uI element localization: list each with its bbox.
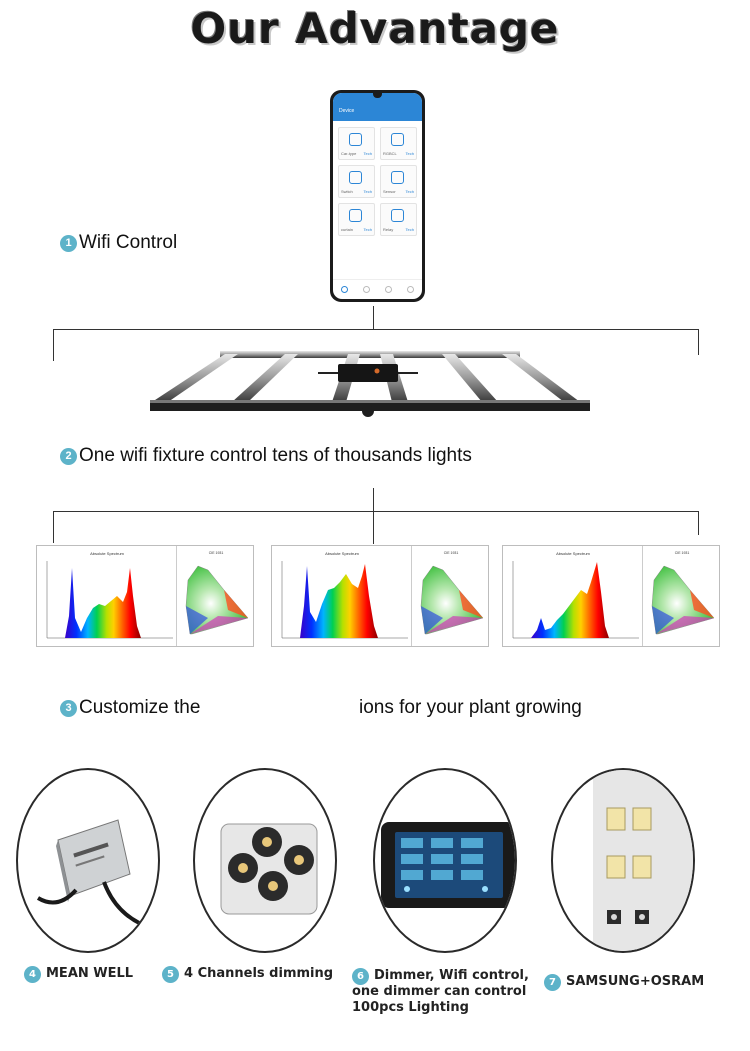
step-3-heading: 3 Customize the (60, 697, 200, 719)
cie-diagram: CIE 1931 (644, 546, 720, 646)
device-label: Sensor (383, 189, 396, 194)
feature-6-line: Dimmer, Wifi control, (374, 968, 529, 983)
device-label: Car-type (341, 151, 357, 156)
device-tile[interactable]: Car-type Tech (338, 127, 375, 160)
connector-line (53, 329, 699, 330)
step-1-text: Wifi Control (79, 232, 178, 253)
feature-4-caption: 4 MEAN WELL (24, 966, 133, 983)
feature-7-text: SAMSUNG+OSRAM (566, 974, 705, 989)
device-tile[interactable]: curtain Tech (338, 203, 375, 236)
device-switch[interactable]: Tech (405, 189, 414, 194)
device-switch[interactable]: Tech (405, 151, 414, 156)
connector-line (53, 511, 54, 543)
step-number-badge: 5 (162, 966, 179, 983)
samsung-osram-led-image (551, 768, 695, 953)
spectrum-chart: Absolute Spectrum (272, 546, 412, 646)
connector-line (53, 511, 699, 512)
spectrum-card: Absolute Spectrum CIE 1931 (502, 545, 720, 647)
feature-4-text: MEAN WELL (46, 966, 134, 981)
spectrum-title: Absolute Spectrum (90, 551, 124, 556)
lamp-icon (349, 133, 362, 146)
feature-6-caption: 6 Dimmer, Wifi control, one dimmer can c… (352, 968, 529, 1016)
step-number-badge: 3 (60, 699, 77, 717)
feature-7-caption: 7 SAMSUNG+OSRAM (544, 974, 704, 991)
device-switch[interactable]: Tech (363, 227, 372, 232)
spectrum-card: Absolute Spectrum CIE 1931 (36, 545, 254, 647)
device-label: Switch (341, 189, 353, 194)
device-label: curtain (341, 227, 354, 232)
device-tile[interactable]: Relay Tech (380, 203, 417, 236)
device-label: Relay (383, 227, 394, 232)
phone-notch (373, 93, 382, 98)
device-switch[interactable]: Tech (405, 227, 414, 232)
feature-5-caption: 5 4 Channels dimming (162, 966, 333, 983)
device-tile[interactable]: RGBCL Tech (380, 127, 417, 160)
cie-diagram: CIE 1931 (178, 546, 254, 646)
step-1-heading: 1 Wifi Control (60, 232, 177, 254)
step-3-text-right: ions for your plant growing (359, 697, 582, 718)
spectrum-chart: Absolute Spectrum (503, 546, 643, 646)
step-3-text-left: Customize the (79, 697, 201, 718)
led-fixture-image (150, 351, 590, 417)
tab-home-icon[interactable] (340, 286, 348, 293)
step-number-badge: 1 (60, 234, 77, 252)
light-icon (391, 133, 404, 146)
spectrum-title: Absolute Spectrum (325, 551, 359, 556)
relay-icon (391, 209, 404, 222)
device-switch[interactable]: Tech (363, 151, 372, 156)
wifi-dimmer-image (373, 768, 517, 953)
step-2-heading: 2 One wifi fixture control tens of thous… (60, 445, 472, 467)
page-title: Our Advantage (190, 4, 560, 53)
cie-diagram: CIE 1931 (413, 546, 489, 646)
sensor-icon (391, 171, 404, 184)
app-tabbar (333, 279, 422, 299)
step-3-heading-cont: ions for your plant growing (359, 697, 582, 719)
feature-6-line: one dimmer can control (352, 984, 527, 999)
connector-line (698, 511, 699, 535)
device-switch[interactable]: Tech (363, 189, 372, 194)
device-label: RGBCL (383, 151, 397, 156)
step-2-text: One wifi fixture control tens of thousan… (79, 445, 472, 466)
step-number-badge: 2 (60, 447, 77, 465)
connector-line (698, 329, 699, 355)
step-number-badge: 6 (352, 968, 369, 985)
connector-line (373, 306, 374, 330)
connector-line (373, 488, 374, 544)
feature-6-text: Dimmer, Wifi control, one dimmer can con… (352, 968, 529, 1016)
spectrum-chart: Absolute Spectrum (37, 546, 177, 646)
spectrum-title: Absolute Spectrum (556, 551, 590, 556)
tab-scene-icon[interactable] (362, 286, 370, 293)
tab-me-icon[interactable] (407, 286, 415, 293)
spectrum-card: Absolute Spectrum CIE 1931 (271, 545, 489, 647)
feature-5-text: 4 Channels dimming (184, 966, 334, 981)
curtain-icon (349, 209, 362, 222)
cie-title: CIE 1931 (444, 551, 459, 555)
tab-smart-icon[interactable] (385, 286, 393, 293)
cie-title: CIE 1931 (209, 551, 224, 555)
switch-icon (349, 171, 362, 184)
step-number-badge: 7 (544, 974, 561, 991)
device-tile[interactable]: Switch Tech (338, 165, 375, 198)
connector-line (53, 329, 54, 361)
mean-well-driver-image (16, 768, 160, 953)
cie-title: CIE 1931 (675, 551, 690, 555)
step-number-badge: 4 (24, 966, 41, 983)
device-tile[interactable]: Sensor Tech (380, 165, 417, 198)
feature-6-line: 100pcs Lighting (352, 1000, 469, 1015)
four-channel-cob-image (193, 768, 337, 953)
